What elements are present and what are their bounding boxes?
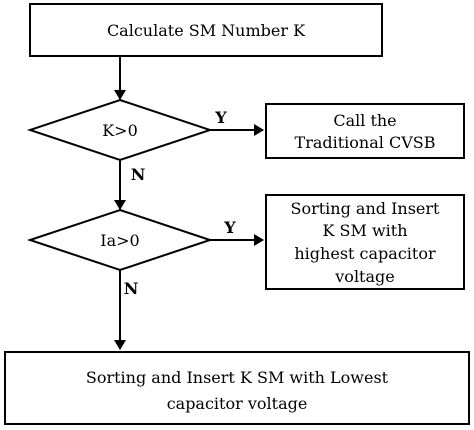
final-box-line1: Sorting and Insert K SM with Lowest (86, 368, 389, 387)
decision-1-label: K>0 (102, 121, 138, 140)
start-box (29, 3, 383, 57)
action-1-line2: Traditional CVSB (295, 133, 436, 152)
yes-label-1: Y (214, 108, 227, 127)
action-2-box (265, 194, 465, 290)
start-box-label: Calculate SM Number K (107, 21, 306, 40)
yes-label-2: Y (223, 218, 236, 237)
no-label-2: N (124, 279, 139, 298)
action-1-line1: Call the (333, 111, 396, 130)
action-2-line2: K SM with (322, 221, 407, 240)
action-1-box (265, 103, 465, 159)
decision-2-label: Ia>0 (100, 231, 139, 250)
no-label-1: N (131, 165, 146, 184)
final-box-line2: capacitor voltage (167, 394, 308, 413)
action-2-line4: voltage (334, 267, 394, 286)
action-2-line3: highest capacitor (294, 244, 436, 263)
action-2-line1: Sorting and Insert (291, 199, 441, 218)
final-box (4, 351, 470, 425)
